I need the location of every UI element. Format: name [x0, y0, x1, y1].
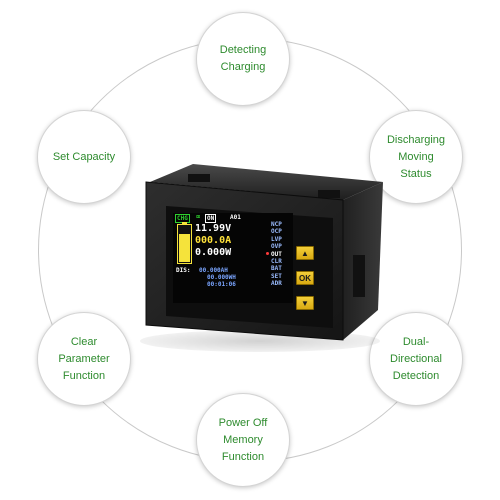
feature-label: Power Off Memory Function	[197, 415, 289, 466]
feature-label-line: Memory Function	[221, 433, 265, 463]
voltage-readout: 11.99V	[195, 223, 232, 234]
feature-label-line: Charging	[220, 61, 266, 73]
feature-set-capacity: Set Capacity	[37, 110, 131, 204]
feature-label: Set Capacity	[41, 149, 127, 166]
feature-label-line: Clear Parameter	[58, 335, 110, 365]
up-arrow-button[interactable]: ▲	[296, 246, 314, 260]
feature-dual-directional-detection: Dual-Directional Detection	[369, 312, 463, 406]
watt-hour-readout: 00.000WH	[207, 274, 236, 281]
screen-menu-item-ncp: NCP	[271, 221, 282, 228]
feature-label-line: Discharging	[386, 133, 446, 146]
screen-menu-item-set: SET	[271, 272, 282, 280]
screen-menu-item-clr: CLR	[271, 258, 282, 266]
amp-hour-readout: 00.000AH	[199, 267, 228, 274]
battery-meter-device: CHG ⌧ ON A01 11.99V 000.0A 0.000W DIS: 0…	[138, 160, 383, 345]
feature-label: Detecting Charging	[208, 42, 278, 76]
screen-menu-item-adr: ADR	[271, 280, 282, 288]
feature-label-line: Power Off	[218, 416, 268, 429]
power-readout: 0.000W	[195, 247, 232, 258]
current-readout: 000.0A	[195, 235, 232, 246]
screen-menu-item-ocp: OCP	[271, 228, 282, 236]
feature-label-line: Detection	[392, 369, 440, 382]
feature-discharging-moving-status: Discharging Moving Status	[369, 110, 463, 204]
feature-label: Discharging Moving Status	[370, 132, 462, 183]
plug-icon: ⌧	[196, 213, 201, 221]
screen-menu-item-ovp: OVP	[271, 243, 282, 251]
feature-label-line: Moving Status	[398, 150, 434, 180]
feature-label-line: Dual-Directional	[390, 335, 442, 365]
screen-menu-item-bat: BAT	[271, 265, 282, 273]
down-arrow-button[interactable]: ▼	[296, 296, 314, 310]
feature-label: Dual-Directional Detection	[370, 334, 462, 385]
feature-label-line: Function	[62, 369, 106, 382]
battery-level-fill	[179, 233, 190, 262]
address-readout: A01	[230, 214, 241, 221]
feature-label-line: Detecting	[219, 44, 267, 56]
feature-detecting-charging: Detecting Charging	[196, 12, 290, 106]
screen-menu-item-lvp: LVP	[271, 235, 282, 243]
feature-clear-parameter: Clear Parameter Function	[37, 312, 131, 406]
screen-menu-item-out: OUT	[271, 250, 282, 258]
feature-label: Clear Parameter Function	[38, 334, 130, 385]
ok-button[interactable]: OK	[296, 271, 314, 285]
feature-label-line: Set Capacity	[52, 150, 116, 163]
lcd-screen: CHG ⌧ ON A01 11.99V 000.0A 0.000W DIS: 0…	[173, 213, 293, 303]
dis-label: DIS:	[176, 267, 191, 274]
time-readout: 00:01:06	[207, 281, 236, 288]
on-badge: ON	[205, 214, 217, 223]
battery-icon	[177, 222, 192, 264]
feature-power-off-memory: Power Off Memory Function	[196, 393, 290, 487]
menu-selection-dot	[266, 252, 269, 255]
